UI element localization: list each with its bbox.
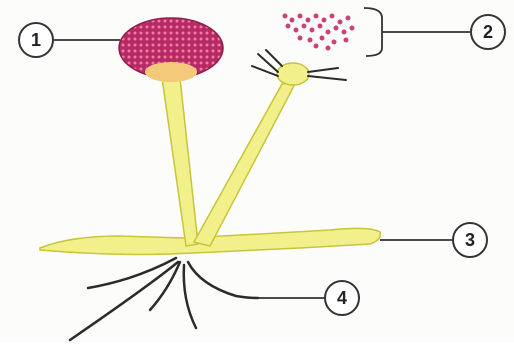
spores-bracket — [364, 8, 382, 56]
rhizoid-4 — [188, 262, 258, 298]
sporangiophore-right — [194, 82, 296, 246]
sporangiophore-left — [162, 78, 198, 246]
label-1: 1 — [19, 23, 53, 57]
label-4: 4 — [325, 281, 359, 315]
label-4-text: 4 — [337, 288, 347, 308]
label-3-text: 3 — [465, 230, 475, 250]
rhizoid-1 — [70, 262, 178, 340]
rhizoids — [70, 258, 258, 340]
spores — [283, 14, 355, 51]
label-2: 2 — [471, 15, 505, 49]
sporangium — [119, 18, 223, 82]
label-lines — [54, 32, 470, 298]
label-3: 3 — [453, 223, 487, 257]
label-1-text: 1 — [31, 30, 41, 50]
columella — [145, 62, 197, 82]
rhizoid-3 — [184, 265, 196, 328]
label-2-text: 2 — [483, 22, 493, 42]
